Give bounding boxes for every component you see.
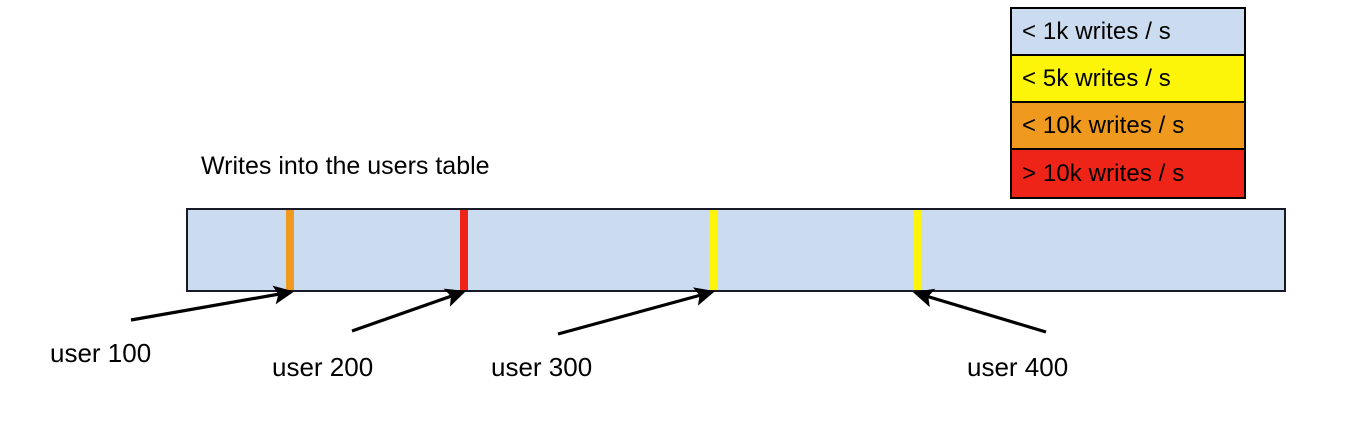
user-label-400: user 400 <box>967 352 1069 382</box>
legend-row-lt-5k: < 5k writes / s <box>1012 56 1244 103</box>
user-label-100: user 100 <box>50 338 152 368</box>
user-label-200: user 200 <box>272 352 374 382</box>
legend-label-lt-10k: < 10k writes / s <box>1022 111 1185 139</box>
legend-label-lt-1k: < 1k writes / s <box>1022 17 1171 45</box>
user-label-300: user 300 <box>491 352 593 382</box>
arrow-user-100 <box>130 285 295 322</box>
legend-label-lt-5k: < 5k writes / s <box>1022 64 1171 92</box>
chart-title: Writes into the users table <box>201 152 490 180</box>
arrow-user-200 <box>351 288 467 333</box>
stripe-user-400 <box>913 210 921 290</box>
legend-label-gt-10k: > 10k writes / s <box>1022 159 1185 187</box>
write-rate-legend: < 1k writes / s < 5k writes / s < 10k wr… <box>1010 7 1246 199</box>
stripe-user-100 <box>286 210 294 290</box>
legend-row-lt-1k: < 1k writes / s <box>1012 9 1244 56</box>
users-table-bar <box>186 208 1286 292</box>
stripe-user-300 <box>709 210 717 290</box>
legend-row-lt-10k: < 10k writes / s <box>1012 103 1244 150</box>
legend-row-gt-10k: > 10k writes / s <box>1012 150 1244 197</box>
arrow-user-300 <box>557 287 716 336</box>
stripe-user-200 <box>460 210 468 290</box>
arrow-user-400 <box>912 288 1047 334</box>
